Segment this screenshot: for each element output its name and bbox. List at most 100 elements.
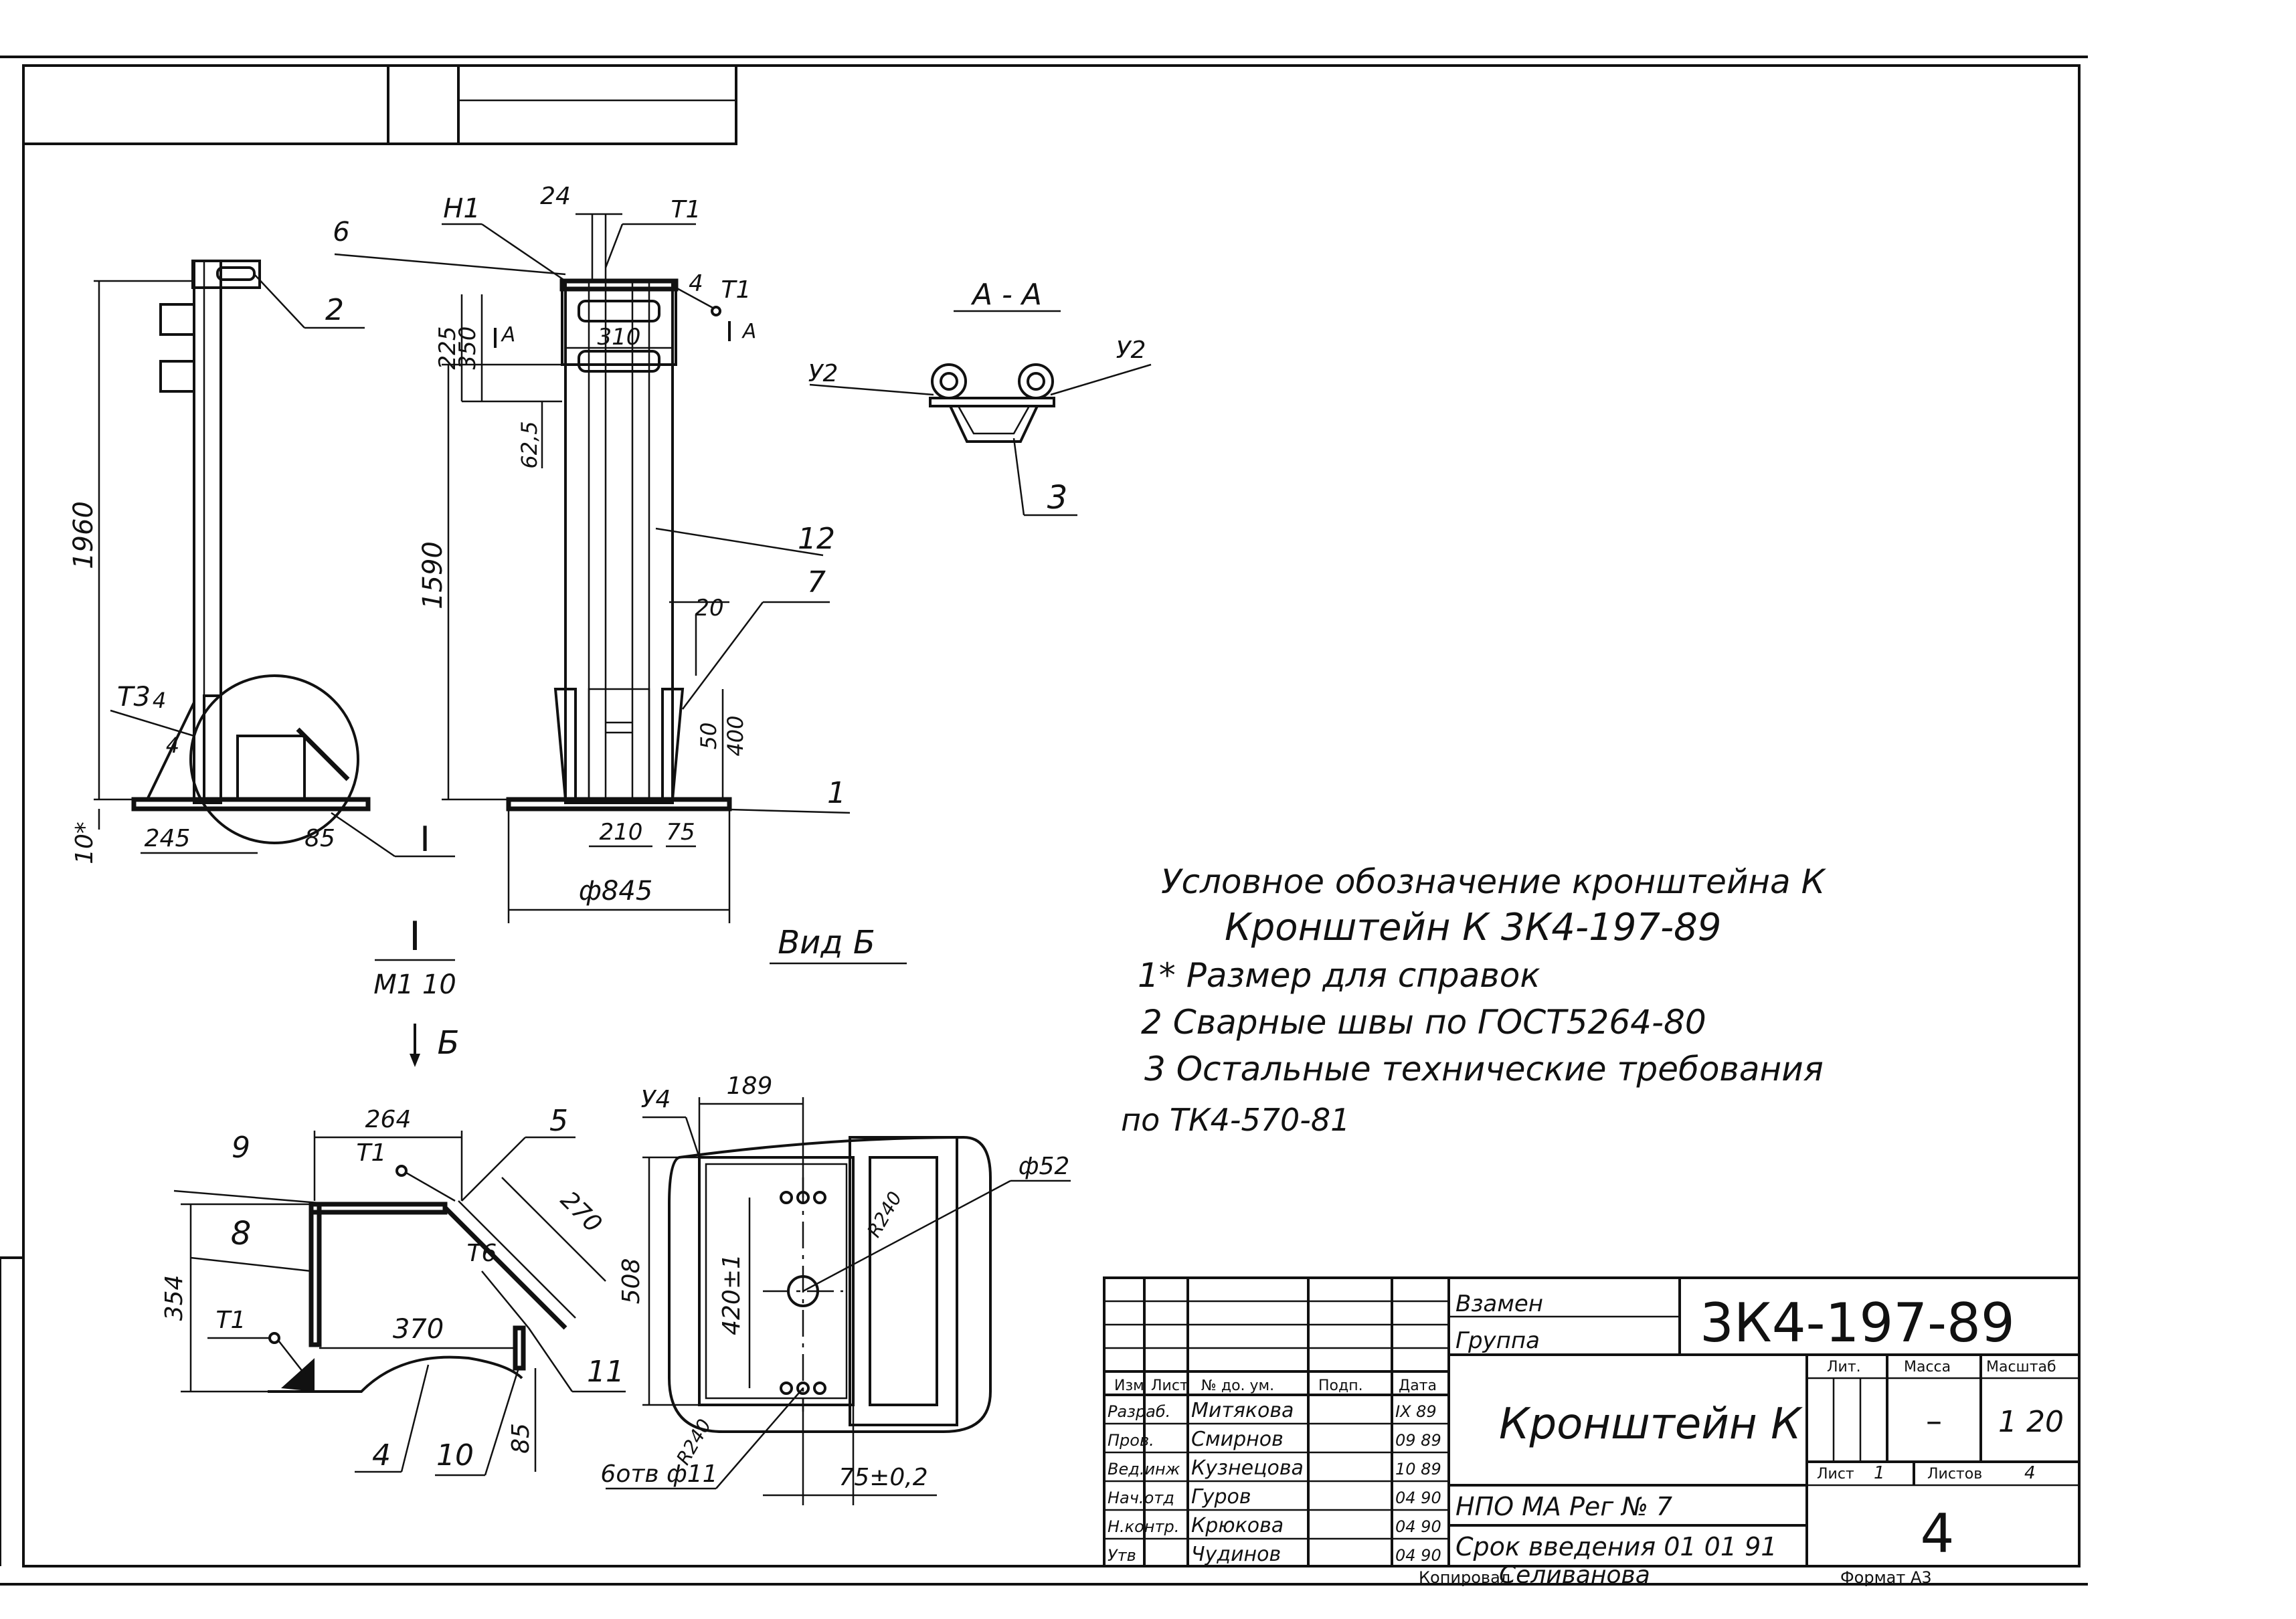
weld-size-4b: 4 bbox=[166, 733, 179, 758]
sheet-label: Лист bbox=[1817, 1466, 1854, 1483]
row-name: Кузнецова bbox=[1191, 1456, 1304, 1480]
weld-size-4-front: 4 bbox=[689, 270, 703, 297]
front-base-plate bbox=[506, 797, 732, 812]
dim-245: 245 bbox=[145, 825, 191, 852]
part-name: Кронштейн К bbox=[1499, 1400, 1803, 1449]
note-line-1: Условное обозначение кронштейна К bbox=[1161, 862, 1827, 901]
callout-h1: Н1 bbox=[443, 193, 480, 224]
sheets-label: Листов bbox=[1927, 1466, 1982, 1483]
dim-845: ф845 bbox=[579, 876, 653, 907]
dim-85-side: 85 bbox=[304, 825, 335, 852]
weld-y2-right: У2 bbox=[1116, 337, 1146, 364]
footer: Копировал Селиванова Формат А3 bbox=[1419, 1561, 1932, 1589]
detail-i-scale: М1 10 bbox=[373, 969, 456, 1000]
holes-note: 6отв ф11 bbox=[600, 1460, 717, 1488]
weld-t1-detail-b: Т1 bbox=[216, 1307, 246, 1334]
detail-i-title: I bbox=[409, 913, 421, 960]
row-role: Нач.отд bbox=[1108, 1489, 1174, 1507]
format-label: Формат А3 bbox=[1840, 1568, 1932, 1587]
callout-7: 7 bbox=[807, 565, 826, 599]
row-date: 04 90 bbox=[1395, 1489, 1441, 1507]
dim-24: 24 bbox=[540, 183, 571, 210]
row-name: Гуров bbox=[1191, 1485, 1251, 1509]
col-sign: Подп. bbox=[1318, 1377, 1363, 1394]
dim-75-plan: 75±0,2 bbox=[838, 1464, 928, 1491]
org-reg: НПО МА Рег № 7 bbox=[1455, 1492, 1672, 1521]
dim-20: 20 bbox=[695, 595, 723, 622]
scale-value: 1 20 bbox=[1998, 1405, 2064, 1439]
note-line-4: 2 Сварные швы по ГОСТ5264-80 bbox=[1141, 1003, 1706, 1042]
dim-370: 370 bbox=[393, 1314, 444, 1345]
sheets-value: 4 bbox=[2024, 1463, 2036, 1483]
mass-label: Масса bbox=[1904, 1359, 1951, 1375]
title-block: Изм Лист № до. ум. Подп. Дата Разраб. Ми… bbox=[1103, 1276, 2081, 1567]
section-aa-title: А - А bbox=[970, 278, 1042, 312]
dim-50: 50 bbox=[696, 723, 721, 750]
dim-350: 350 bbox=[454, 326, 481, 370]
col-izm: Изм bbox=[1114, 1377, 1144, 1394]
detail-bottom: 264 9 Т1 5 8 354 270 Т6 Т1 370 11 4 10 bbox=[161, 1104, 626, 1477]
scale-label: Масштаб bbox=[1986, 1359, 2056, 1375]
callout-10: 10 bbox=[436, 1438, 474, 1472]
weld-y4: У4 bbox=[641, 1086, 671, 1113]
replaces-label: Взамен bbox=[1455, 1291, 1543, 1317]
callout-3: 3 bbox=[1047, 479, 1068, 516]
col-date: Дата bbox=[1399, 1377, 1437, 1394]
row-role: Пров. bbox=[1108, 1431, 1154, 1450]
weld-size-4a: 4 bbox=[153, 688, 166, 713]
dim-1590: 1590 bbox=[418, 541, 448, 609]
dim-508: 508 bbox=[618, 1258, 645, 1305]
row-role: Утв bbox=[1108, 1546, 1136, 1565]
row-date: 09 89 bbox=[1395, 1431, 1441, 1450]
weld-t6: Т6 bbox=[467, 1240, 497, 1267]
row-role: Н.контр. bbox=[1108, 1517, 1179, 1536]
section-aa: А - А У2 У2 3 bbox=[808, 278, 1152, 516]
callout-1: 1 bbox=[827, 776, 846, 810]
detail-i-header: I М1 10 Б bbox=[373, 913, 459, 1067]
dim-189: 189 bbox=[727, 1072, 773, 1100]
dim-225: 225 bbox=[434, 326, 461, 370]
weld-t1-detail-a: Т1 bbox=[357, 1139, 387, 1167]
row-date: 10 89 bbox=[1395, 1460, 1441, 1479]
row-name: Митякова bbox=[1191, 1399, 1294, 1422]
row-name: Смирнов bbox=[1191, 1428, 1284, 1451]
row-name: Чудинов bbox=[1191, 1543, 1281, 1566]
dim-62-5: 62,5 bbox=[517, 421, 542, 468]
callout-5: 5 bbox=[549, 1104, 568, 1138]
callout-9: 9 bbox=[232, 1131, 250, 1165]
callout-2: 2 bbox=[325, 293, 344, 327]
row-role: Разраб. bbox=[1108, 1402, 1170, 1421]
section-a-left: А bbox=[501, 323, 516, 347]
side-view: 1960 10* 245 85 Т3 4 4 2 I bbox=[68, 260, 455, 864]
dim-75-front: 75 bbox=[666, 819, 695, 846]
note-line-5: 3 Остальные технические требования bbox=[1144, 1050, 1824, 1088]
callout-12: 12 bbox=[798, 522, 835, 556]
dim-10-ref: 10* bbox=[71, 822, 98, 864]
dim-420: 420±1 bbox=[718, 1254, 745, 1335]
sheet-number: 4 bbox=[1921, 1503, 1955, 1565]
view-b-arrow: Б bbox=[438, 1024, 460, 1062]
dim-354: 354 bbox=[161, 1275, 188, 1321]
col-doc: № до. ум. bbox=[1201, 1377, 1274, 1394]
notes-block: Условное обозначение кронштейна К Кроншт… bbox=[1121, 862, 1827, 1138]
dim-310: 310 bbox=[598, 324, 641, 351]
weld-t3: Т3 bbox=[117, 682, 151, 712]
inner-border bbox=[22, 64, 2081, 1567]
plan-view: 189 У4 ф52 508 420±1 R240 R240 6отв ф11 … bbox=[600, 1072, 1071, 1505]
mass-value: – bbox=[1926, 1402, 1942, 1440]
weld-y2-left: У2 bbox=[808, 360, 838, 387]
detail-i-circle bbox=[189, 674, 359, 844]
sheet-frame bbox=[0, 56, 2088, 1586]
row-date: 04 90 bbox=[1395, 1517, 1441, 1536]
col-list: Лист bbox=[1151, 1377, 1188, 1394]
dim-85-detail: 85 bbox=[507, 1423, 535, 1454]
callout-6: 6 bbox=[333, 217, 349, 248]
row-name: Крюкова bbox=[1191, 1514, 1284, 1537]
top-stamp-box bbox=[22, 64, 737, 145]
side-base-plate bbox=[131, 797, 371, 812]
callout-4: 4 bbox=[372, 1438, 391, 1472]
section-a-right: А bbox=[741, 320, 757, 343]
view-b-label: Вид Б bbox=[778, 924, 875, 961]
dim-264: 264 bbox=[365, 1106, 412, 1133]
